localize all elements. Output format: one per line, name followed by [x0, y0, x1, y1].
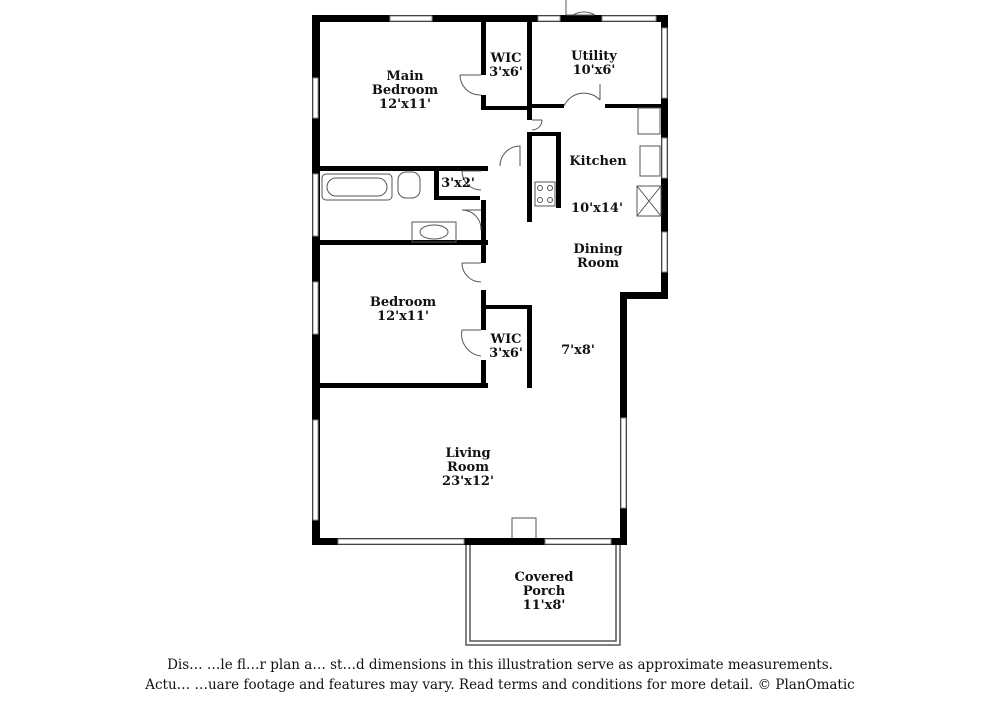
room-name: WIC [490, 332, 522, 347]
room-kitchen-dims: 10'x14' [562, 202, 632, 216]
disclaimer-line-1: Dis… …le fl…r plan a… st…d dimensions in… [167, 657, 833, 673]
room-name: Utility [571, 49, 617, 64]
room-wic-1: WIC 3'x6' [484, 52, 528, 80]
disclaimer-line-2: Actu… …uare footage and features may var… [145, 677, 855, 693]
room-name: Main Bedroom [371, 69, 439, 98]
bathtub-icon [321, 173, 393, 201]
fixtures [321, 107, 662, 243]
room-name: Bedroom [369, 295, 437, 310]
room-living-room: Living Room 23'x12' [428, 447, 508, 489]
covered-porch-outline [465, 545, 621, 646]
room-closet: 3'x2' [438, 177, 478, 191]
interior-walls [318, 20, 663, 388]
room-name: Living Room [445, 446, 491, 475]
toilet-icon [397, 171, 421, 199]
sink-icon [411, 221, 457, 243]
room-name: Kitchen [569, 154, 627, 169]
room-dining-dims: 7'x8' [550, 344, 606, 358]
room-dims: 23'x12' [442, 474, 494, 489]
room-dims: 10'x6' [572, 63, 616, 78]
windows [312, 15, 668, 545]
room-dims: 11'x8' [522, 598, 566, 613]
room-dims: 7'x8' [561, 343, 595, 358]
room-dining-name: Dining Room [560, 243, 636, 271]
room-dims: 3'x6' [489, 65, 523, 80]
room-dims: 10'x14' [571, 201, 623, 216]
room-bedroom: Bedroom 12'x11' [358, 296, 448, 324]
room-name: Dining Room [573, 242, 623, 271]
doors [459, 0, 601, 538]
room-dims: 12'x11' [377, 309, 429, 324]
room-kitchen-name: Kitchen [560, 155, 636, 169]
room-utility: Utility 10'x6' [559, 50, 629, 78]
room-dims: 3'x2' [441, 176, 475, 191]
room-wic-2: WIC 3'x6' [484, 333, 528, 361]
room-dims: 12'x11' [379, 97, 431, 112]
room-name: Covered Porch [514, 570, 574, 599]
refrigerator-icon [636, 185, 662, 217]
room-dims: 3'x6' [489, 346, 523, 361]
room-main-bedroom: Main Bedroom 12'x11' [360, 70, 450, 112]
water-heater-icon [637, 107, 661, 135]
room-covered-porch: Covered Porch 11'x8' [502, 571, 586, 613]
room-name: WIC [490, 51, 522, 66]
stove-icon [534, 181, 556, 207]
kitchen-sink-icon [639, 145, 661, 177]
